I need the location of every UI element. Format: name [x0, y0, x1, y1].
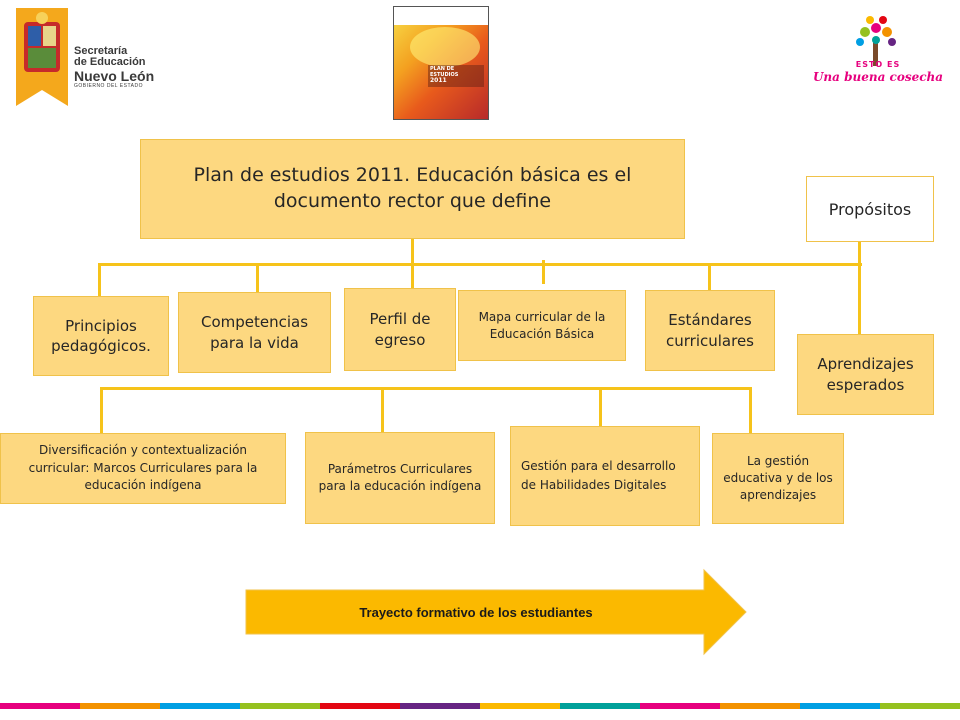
footer-stripe-segment: [320, 703, 401, 709]
footer-stripe-segment: [880, 703, 960, 709]
footer-stripe-segment: [480, 703, 561, 709]
connector-parametros: [381, 387, 384, 433]
connector-competencias: [256, 263, 259, 303]
footer-stripe-segment: [400, 703, 481, 709]
principios-box: Principios pedagógicos.: [33, 296, 169, 376]
principios-text: Principios pedagógicos.: [51, 316, 151, 355]
nuevo-leon-logo: Secretaría de Educación Nuevo León GOBIE…: [14, 8, 174, 106]
footer-stripe-segment: [160, 703, 241, 709]
footer-stripe-segment: [560, 703, 641, 709]
parametros-box: Parámetros Curriculares para la educació…: [305, 432, 495, 524]
estandares-text: Estándares curriculares: [666, 311, 754, 350]
footer-stripe-segment: [80, 703, 161, 709]
propositos-text: Propósitos: [828, 199, 912, 219]
perfil-box: Perfil de egreso: [344, 288, 456, 371]
book-cover-image: PLAN DE ESTUDIOS 2011: [393, 6, 489, 120]
connector-perfil: [411, 263, 414, 289]
logo-tagline-small: ESTO ES: [855, 60, 901, 69]
estandares-box: Estándares curriculares: [645, 290, 775, 371]
main-definition-text: Plan de estudios 2011. Educación básica …: [193, 164, 632, 212]
diversificacion-box: Diversificación y contextualización curr…: [0, 433, 286, 504]
footer-stripe-segment: [800, 703, 881, 709]
coat-of-arms-icon: [16, 8, 68, 106]
footer-stripe-segment: [720, 703, 801, 709]
footer-stripe-segment: [640, 703, 721, 709]
propositos-box: Propósitos: [806, 176, 934, 242]
logo-text: Secretaría de Educación Nuevo León GOBIE…: [74, 46, 174, 89]
mapa-text: Mapa curricular de la Educación Básica: [478, 309, 606, 341]
footer-stripe-segment: [240, 703, 321, 709]
logo-line-1: Secretaría: [74, 45, 128, 57]
logo-line-2: de Educación: [74, 56, 146, 68]
connector-gestion-educativa: [749, 387, 752, 434]
gestion-habilidades-digitales-text: Gestión para el desarrollo de Habilidade…: [521, 459, 676, 492]
book-cover-year: 2011: [430, 77, 447, 84]
trayecto-arrow: [245, 568, 747, 656]
logo-line-3: Nuevo León: [74, 68, 155, 84]
connector-principios: [98, 263, 101, 297]
competencias-text: Competencias para la vida: [200, 313, 309, 352]
connector-propositos: [858, 241, 861, 336]
aprendizajes-text: Aprendizajes esperados: [817, 355, 914, 394]
connector-estandares: [708, 266, 711, 291]
footer-stripe-segment: [0, 703, 81, 709]
trayecto-arrow-label: Trayecto formativo de los estudiantes: [359, 604, 593, 620]
connector-diversificacion: [100, 387, 103, 435]
aprendizajes-box: Aprendizajes esperados: [797, 334, 934, 415]
connector-horizontal-top: [98, 263, 862, 266]
book-cover-title: PLAN DE ESTUDIOS: [430, 66, 459, 78]
main-definition-box: Plan de estudios 2011. Educación básica …: [140, 139, 685, 239]
gestion-educativa-text: La gestión educativa y de los aprendizaj…: [723, 454, 833, 502]
logo-tagline: Una buena cosecha: [812, 70, 944, 84]
diversificacion-text: Diversificación y contextualización curr…: [28, 443, 258, 493]
connector-main-down: [411, 238, 414, 265]
competencias-box: Competencias para la vida: [178, 292, 331, 373]
perfil-text: Perfil de egreso: [369, 310, 431, 349]
gestion-educativa-box: La gestión educativa y de los aprendizaj…: [712, 433, 844, 524]
tree-icon: [856, 16, 896, 66]
mapa-box: Mapa curricular de la Educación Básica: [458, 290, 626, 361]
buena-cosecha-logo: ESTO ES Una buena cosecha: [812, 14, 944, 94]
gestion-habilidades-digitales-box: Gestión para el desarrollo de Habilidade…: [510, 426, 700, 526]
logo-line-4: GOBIERNO DEL ESTADO: [74, 83, 143, 89]
connector-horizontal-bottom: [100, 387, 752, 390]
connector-mapa: [542, 260, 545, 284]
parametros-text: Parámetros Curriculares para la educació…: [318, 461, 482, 493]
connector-gestion-hd: [599, 387, 602, 427]
